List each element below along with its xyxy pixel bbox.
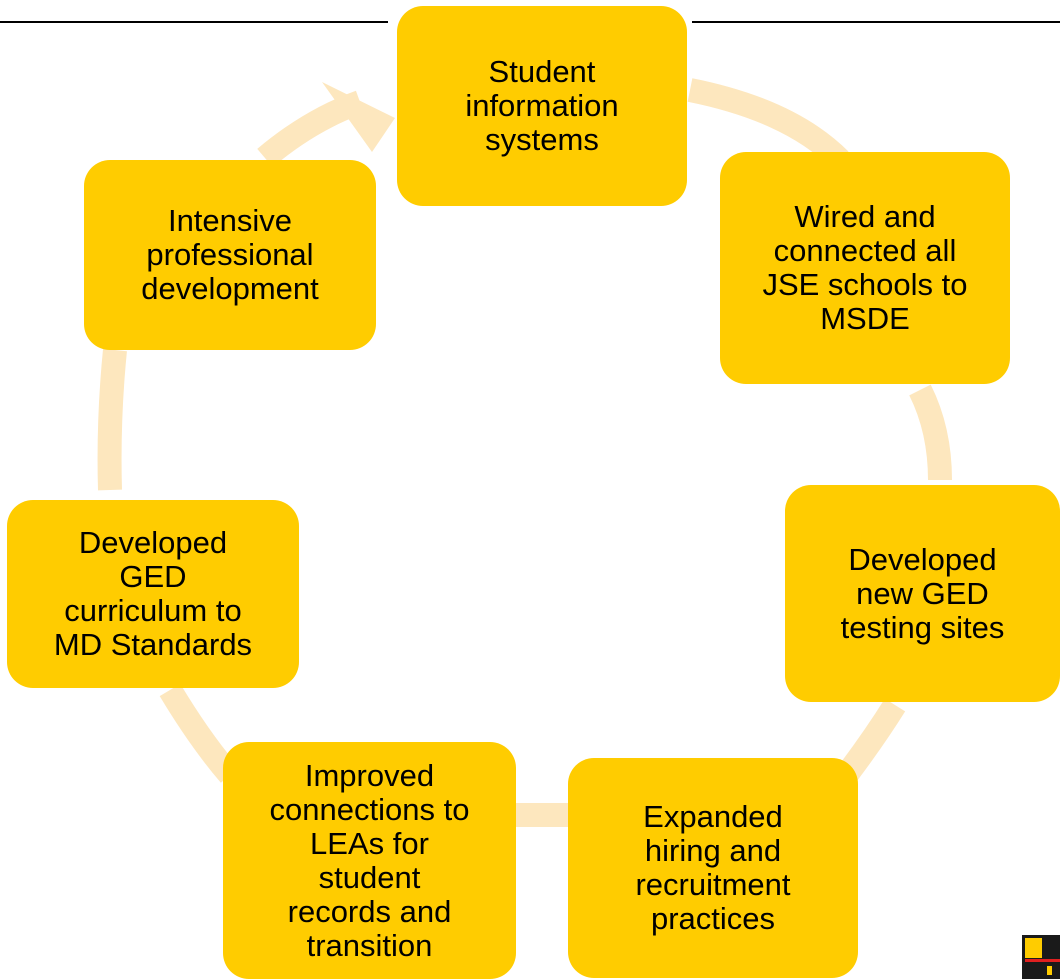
node-label: Intensive professional development [141, 203, 319, 306]
node-student-information-systems: Student information systems [397, 6, 687, 206]
logo-yellow-block [1025, 938, 1042, 958]
node-wired-and-connected: Wired and connected all JSE schools to M… [720, 152, 1010, 384]
logo-mark [1022, 935, 1060, 979]
node-label: Expanded hiring and recruitment practice… [635, 799, 791, 936]
node-expanded-hiring: Expanded hiring and recruitment practice… [568, 758, 858, 978]
ring-arc [909, 384, 952, 481]
node-label: Developed GED curriculum to MD Standards [53, 525, 253, 662]
node-label: Student information systems [465, 54, 619, 157]
ring-arrowhead [322, 82, 395, 152]
ring-arc [97, 348, 127, 491]
ring-arc [687, 78, 849, 169]
node-label: Wired and connected all JSE schools to M… [762, 199, 968, 336]
top-rule-left [0, 21, 388, 23]
node-developed-ged-testing-sites: Developed new GED testing sites [785, 485, 1060, 702]
node-label: Improved connections to LEAs for student… [269, 757, 470, 963]
node-improved-connections-to-leas: Improved connections to LEAs for student… [223, 742, 516, 979]
top-rule-right [692, 21, 1060, 23]
node-intensive-professional-development: Intensive professional development [84, 160, 376, 350]
logo-small-block [1047, 966, 1052, 975]
node-label: Developed new GED testing sites [840, 541, 1005, 645]
node-developed-ged-curriculum: Developed GED curriculum to MD Standards [7, 500, 299, 688]
logo-red-bar [1025, 959, 1060, 962]
ring-arc [159, 683, 240, 783]
